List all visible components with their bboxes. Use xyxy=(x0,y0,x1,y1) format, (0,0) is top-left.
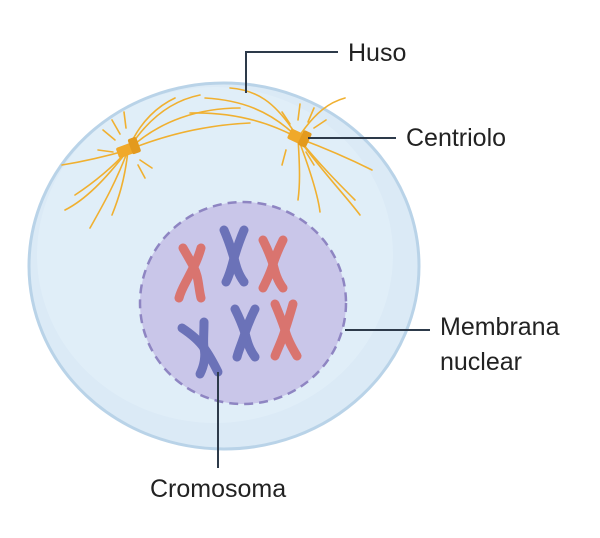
chromosome-red-2-icon xyxy=(258,235,288,293)
chromosome-red-3-icon xyxy=(270,299,302,361)
chromosome-red-1-icon xyxy=(174,243,206,303)
label-nuclear-membrane-line2: nuclear xyxy=(440,348,522,376)
label-nuclear-membrane-line1: Membrana xyxy=(440,313,560,341)
label-centriole: Centriolo xyxy=(406,124,506,152)
chromosome-blue-3-icon xyxy=(230,304,260,362)
spindle-fibers-left xyxy=(61,94,251,229)
chromosome-blue-1-icon xyxy=(219,225,249,287)
leader-line-spindle xyxy=(245,51,338,93)
centriole-right-icon xyxy=(287,128,312,148)
label-spindle: Huso xyxy=(348,39,406,67)
centriole-left-icon xyxy=(116,137,141,158)
label-chromosome: Cromosoma xyxy=(150,475,286,503)
chromosome-blue-2-icon xyxy=(177,317,223,379)
